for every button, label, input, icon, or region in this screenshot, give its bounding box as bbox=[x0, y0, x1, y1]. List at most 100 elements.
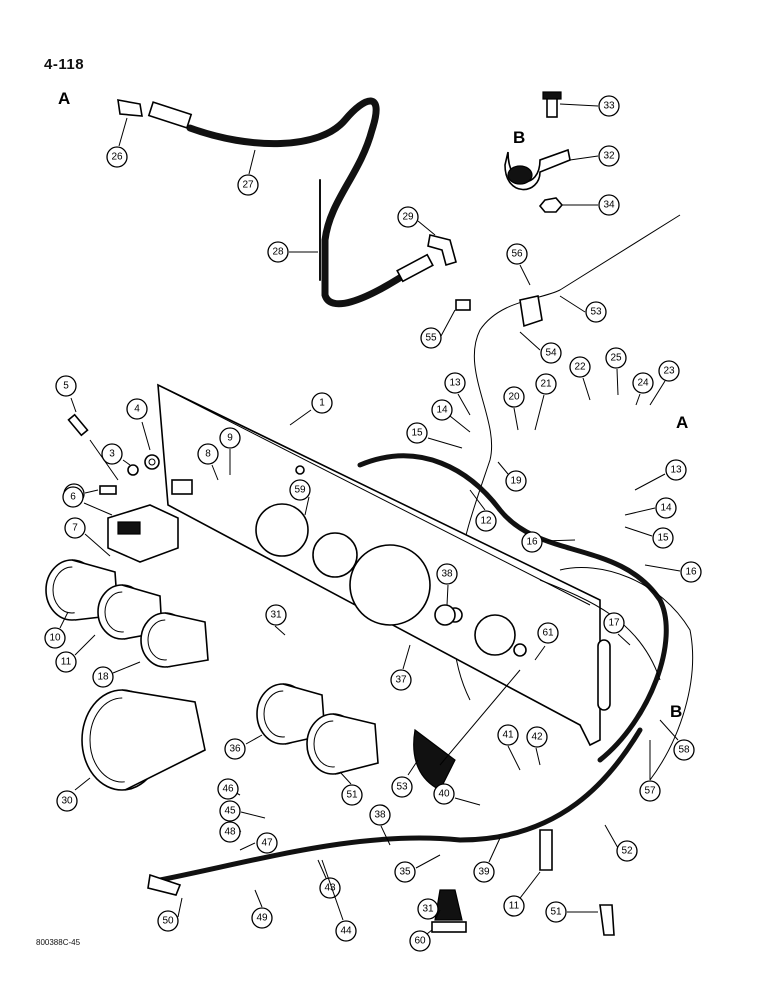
svg-text:38: 38 bbox=[374, 810, 386, 821]
callout: 24 bbox=[632, 372, 654, 406]
callout: 53 bbox=[391, 759, 419, 798]
callout: 40 bbox=[433, 783, 481, 806]
callout: 61 bbox=[534, 622, 559, 661]
svg-text:58: 58 bbox=[678, 745, 690, 756]
callout: 26 bbox=[106, 117, 128, 168]
svg-text:52: 52 bbox=[621, 846, 633, 857]
callout: 60 bbox=[409, 929, 433, 952]
svg-text:53: 53 bbox=[396, 782, 408, 793]
svg-text:25: 25 bbox=[610, 353, 622, 364]
svg-text:48: 48 bbox=[224, 827, 236, 838]
callout: 11 bbox=[503, 871, 541, 917]
svg-text:35: 35 bbox=[399, 867, 411, 878]
svg-text:20: 20 bbox=[508, 392, 520, 403]
callout: 44 bbox=[321, 859, 357, 942]
instrument-panel bbox=[157, 383, 611, 747]
callout: 3 bbox=[101, 443, 131, 466]
terminal-50 bbox=[147, 873, 182, 896]
svg-text:9: 9 bbox=[227, 433, 233, 444]
callout: 58 bbox=[659, 719, 695, 761]
svg-text:59: 59 bbox=[294, 485, 306, 496]
svg-text:3: 3 bbox=[109, 449, 115, 460]
callout: 12 bbox=[469, 489, 497, 532]
callout: 28 bbox=[267, 241, 318, 263]
callout: 47 bbox=[239, 832, 278, 854]
screw-2 bbox=[99, 485, 117, 495]
svg-text:55: 55 bbox=[425, 333, 437, 344]
svg-text:11: 11 bbox=[509, 901, 520, 912]
svg-text:32: 32 bbox=[603, 151, 615, 162]
reference-letters: A A B B bbox=[58, 89, 688, 721]
plate-9 bbox=[171, 479, 193, 495]
svg-text:42: 42 bbox=[531, 732, 543, 743]
figure-code: 800388C-45 bbox=[36, 938, 81, 947]
callout: 31 bbox=[417, 898, 441, 921]
hourmeter bbox=[107, 504, 179, 563]
misc-parts bbox=[67, 413, 615, 936]
washer-3 bbox=[127, 464, 139, 476]
svg-text:27: 27 bbox=[242, 180, 254, 191]
callout: 11 bbox=[55, 634, 96, 673]
callout: 32 bbox=[569, 145, 620, 167]
svg-text:60: 60 bbox=[414, 936, 426, 947]
callout: 35 bbox=[394, 854, 441, 883]
callout: 56 bbox=[506, 243, 531, 286]
callouts: 1 2 3 4 5 6 7 8 9 10 11 12 13 14 15 15 1… bbox=[44, 95, 702, 952]
callout: 42 bbox=[526, 726, 548, 766]
gauges bbox=[45, 504, 379, 791]
callout: 29 bbox=[397, 206, 436, 236]
svg-text:36: 36 bbox=[229, 744, 241, 755]
switch-38 bbox=[434, 604, 456, 626]
svg-text:14: 14 bbox=[436, 405, 448, 416]
callout: 51 bbox=[339, 771, 363, 806]
svg-text:4: 4 bbox=[134, 404, 140, 415]
svg-text:50: 50 bbox=[162, 916, 174, 927]
svg-text:33: 33 bbox=[603, 101, 615, 112]
svg-text:44: 44 bbox=[340, 926, 352, 937]
gauge-18 bbox=[140, 612, 209, 668]
callout: 14 bbox=[624, 497, 677, 519]
ref-letter-b: B bbox=[670, 702, 682, 721]
callout: 4 bbox=[126, 398, 151, 451]
svg-text:47: 47 bbox=[261, 838, 273, 849]
callout: 59 bbox=[289, 479, 311, 516]
clamp-assembly bbox=[504, 91, 571, 213]
svg-text:8: 8 bbox=[205, 449, 211, 460]
callout: 9 bbox=[219, 427, 241, 475]
sender-11 bbox=[539, 829, 553, 871]
svg-text:61: 61 bbox=[542, 628, 554, 639]
callout: 37 bbox=[390, 644, 412, 691]
svg-text:45: 45 bbox=[224, 806, 236, 817]
callout: 57 bbox=[639, 740, 661, 802]
callout: 34 bbox=[562, 194, 620, 216]
callout: 8 bbox=[197, 443, 219, 481]
callout: 13 bbox=[634, 459, 687, 491]
svg-text:30: 30 bbox=[61, 796, 73, 807]
svg-text:23: 23 bbox=[663, 366, 675, 377]
callout: 48 bbox=[219, 821, 242, 843]
ref-letter-b: B bbox=[513, 128, 525, 147]
callout: 16 bbox=[644, 561, 702, 583]
svg-text:19: 19 bbox=[510, 476, 522, 487]
svg-text:56: 56 bbox=[511, 249, 523, 260]
svg-text:41: 41 bbox=[502, 730, 514, 741]
svg-text:57: 57 bbox=[644, 786, 656, 797]
callout: 30 bbox=[56, 777, 91, 812]
svg-text:34: 34 bbox=[603, 200, 615, 211]
svg-text:11: 11 bbox=[61, 657, 72, 668]
svg-text:51: 51 bbox=[550, 907, 562, 918]
callout: 7 bbox=[64, 517, 111, 557]
callout: 16 bbox=[521, 531, 576, 553]
callout: 23 bbox=[649, 360, 680, 406]
svg-text:5: 5 bbox=[63, 381, 69, 392]
svg-text:12: 12 bbox=[480, 516, 492, 527]
callout: 53 bbox=[559, 295, 607, 323]
callout: 10 bbox=[44, 611, 69, 649]
svg-text:37: 37 bbox=[395, 675, 407, 686]
screw-5 bbox=[67, 413, 89, 437]
svg-text:18: 18 bbox=[97, 672, 109, 683]
svg-text:40: 40 bbox=[438, 789, 450, 800]
svg-text:15: 15 bbox=[411, 428, 423, 439]
callout: 50 bbox=[157, 897, 183, 932]
